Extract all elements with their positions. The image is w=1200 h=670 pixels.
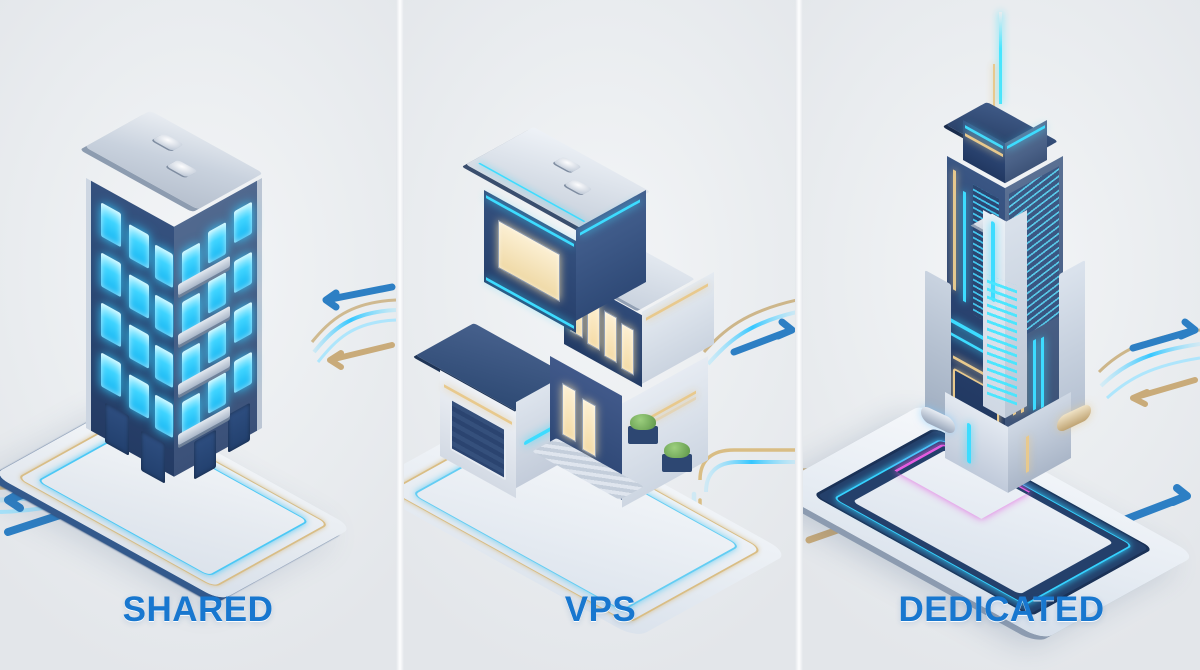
planter-box: [628, 414, 658, 444]
vps-entry-block: [532, 330, 750, 508]
panel-divider-1: [396, 0, 404, 670]
dedicated-arrow-in-right-upper: [1129, 318, 1199, 352]
ac-unit-icon: [152, 133, 184, 151]
shared-arrow-out-right: [322, 283, 396, 311]
vps-hosting-scene: [404, 0, 797, 639]
panel-divider-2: [795, 0, 803, 670]
dedicated-podium: [945, 378, 1071, 493]
ac-unit-icon: [563, 178, 593, 195]
panel-shared[interactable]: SHARED: [0, 0, 396, 670]
planter-box: [662, 442, 692, 472]
shared-facade-left: [86, 178, 174, 484]
vps-top-block: [465, 127, 704, 333]
shared-facade-right: [174, 178, 262, 480]
panel-label-vps: VPS: [564, 590, 637, 629]
plant-icon: [630, 414, 656, 430]
panel-dedicated[interactable]: DEDICATED: [803, 0, 1200, 670]
shared-apartment-building: [84, 110, 264, 484]
panel-label-shared: SHARED: [122, 590, 274, 629]
dedicated-hosting-scene: [803, 0, 1200, 641]
garage-door: [450, 397, 506, 481]
ac-unit-icon: [166, 159, 198, 178]
panel-label-dedicated: DEDICATED: [898, 590, 1105, 629]
panel-vps[interactable]: VPS: [404, 0, 797, 670]
spire-gold-accent: [993, 64, 995, 112]
dedicated-arrow-in-right-lower: [1115, 484, 1191, 526]
shared-hosting-scene: [0, 0, 396, 601]
antenna-spire: [999, 12, 1002, 104]
dedicated-skyscraper: [911, 12, 1091, 493]
dedicated-arrow-out-right-gold: [1130, 377, 1198, 407]
shared-arrow-out-right-gold: [327, 342, 395, 370]
ac-unit-icon: [553, 156, 582, 173]
plant-icon: [664, 442, 690, 458]
